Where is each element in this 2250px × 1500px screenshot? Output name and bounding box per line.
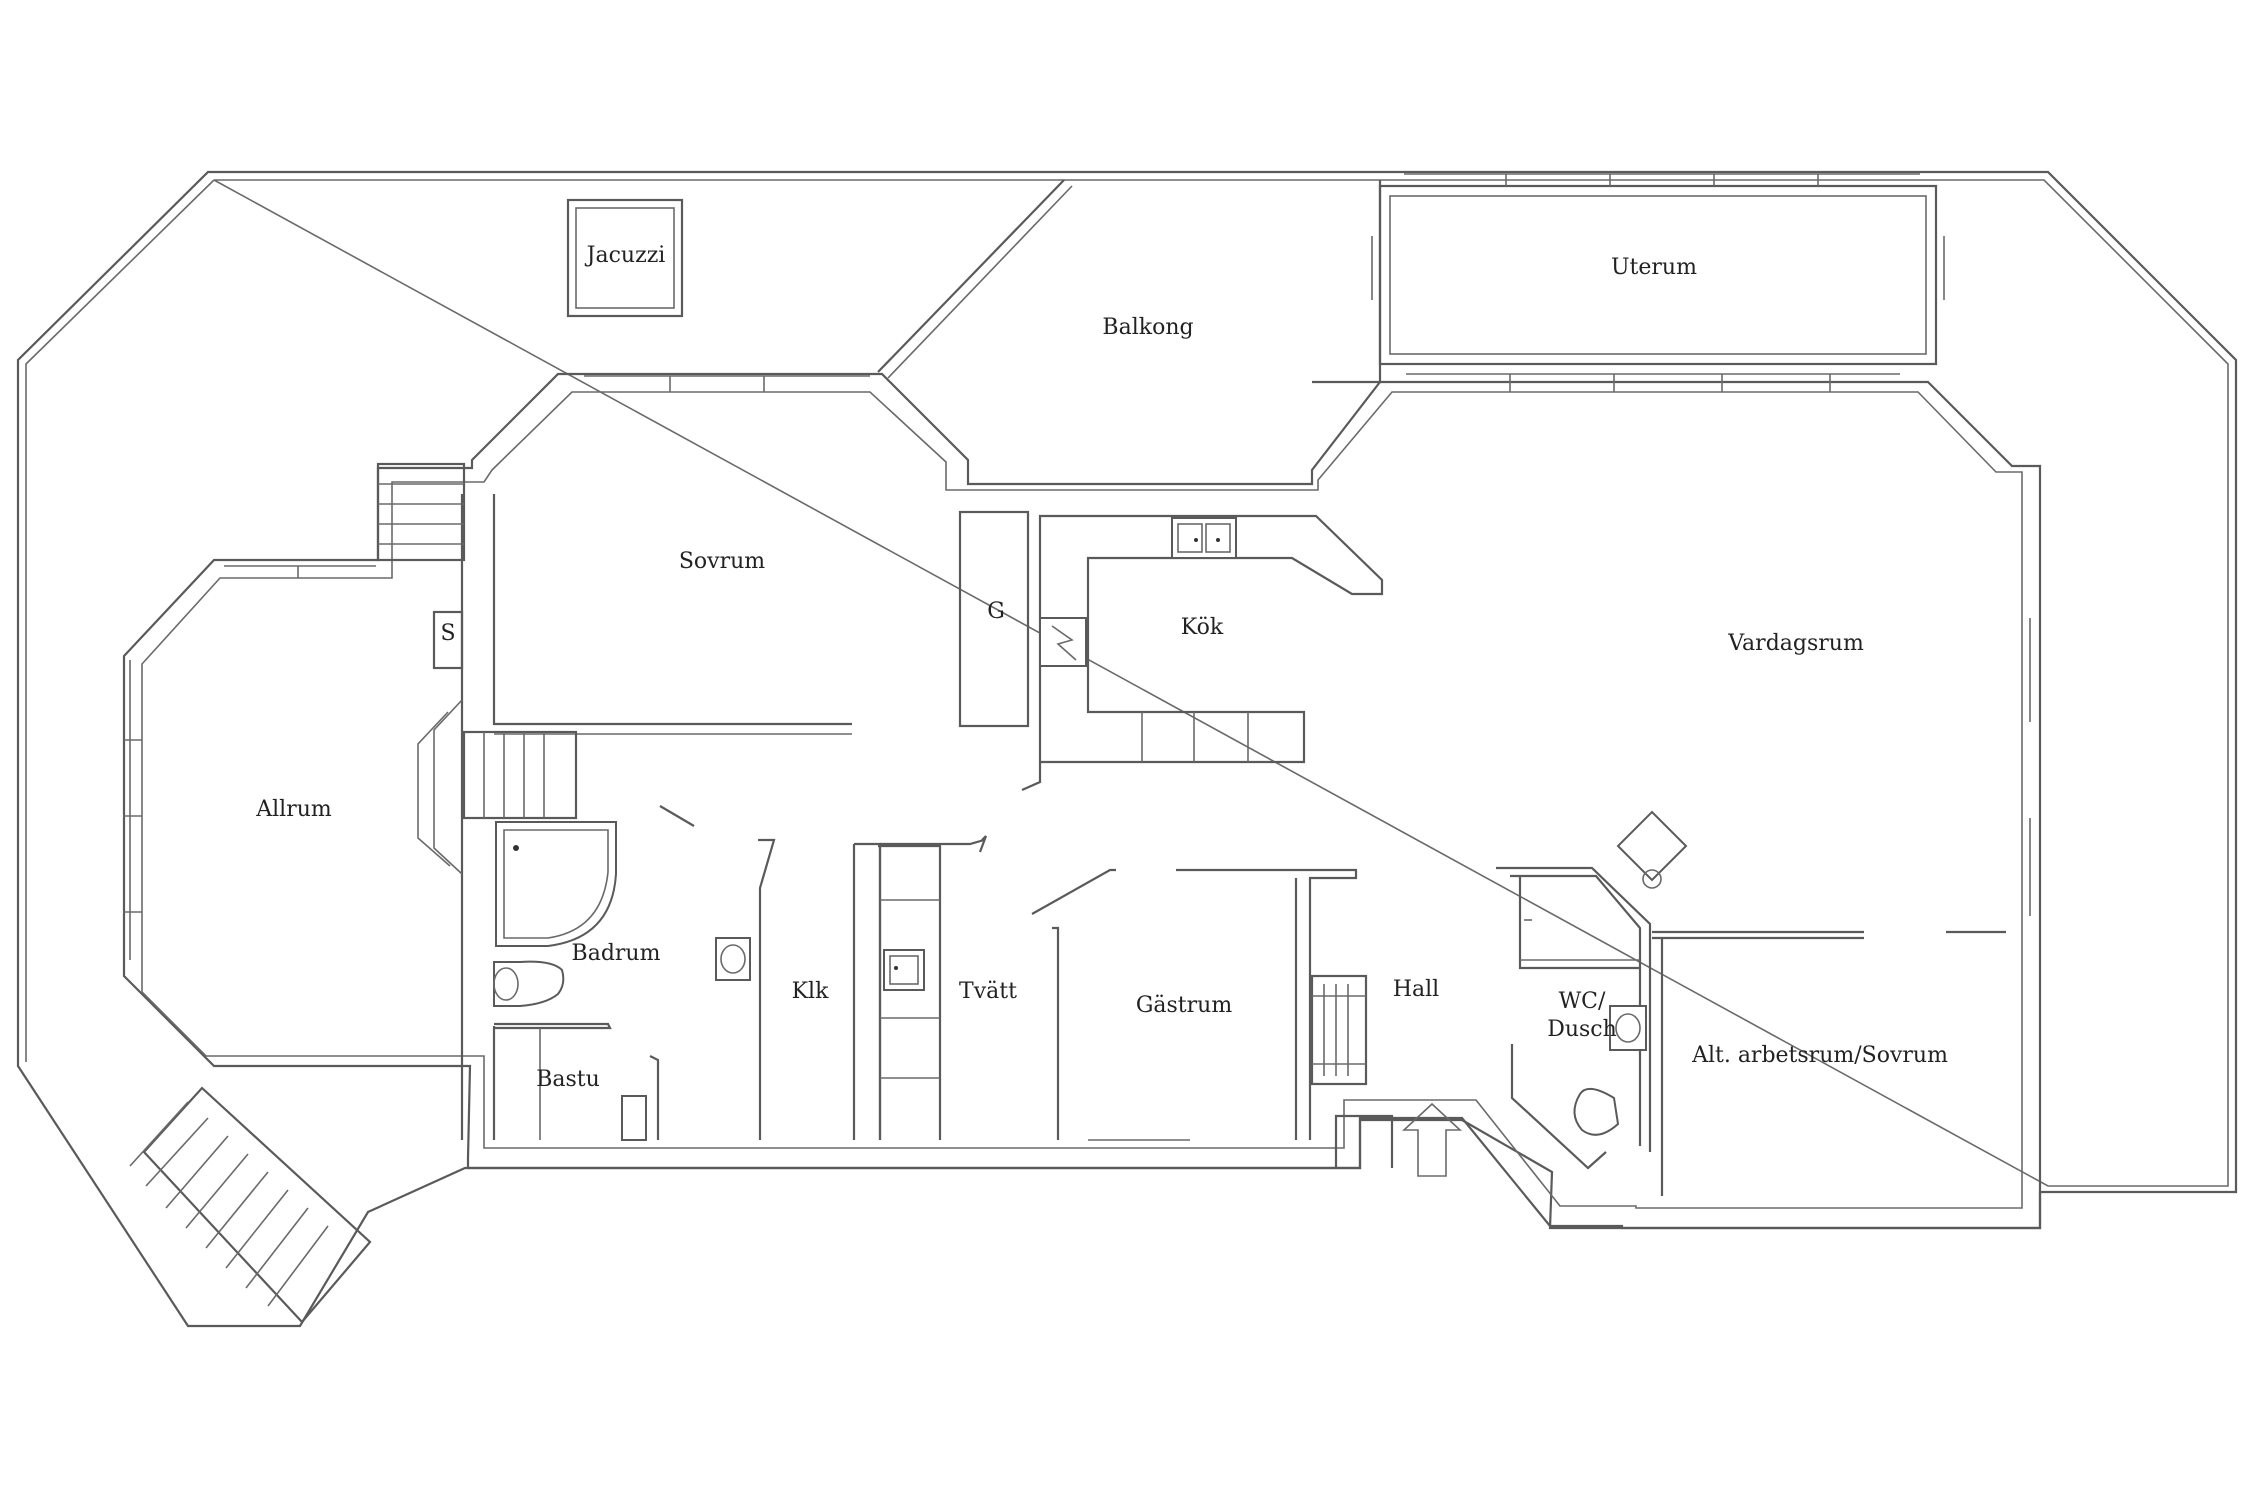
label-kok: Kök <box>1181 615 1224 640</box>
label-wc-line2: Dusch <box>1547 1017 1617 1042</box>
label-vardagsrum: Vardagsrum <box>1727 631 1864 656</box>
label-klk: Klk <box>792 979 829 1004</box>
uterum-room <box>1371 173 1945 366</box>
jacuzzi <box>566 198 684 318</box>
label-hall: Hall <box>1393 977 1439 1002</box>
interior-walls <box>376 462 2006 1196</box>
label-jacuzzi: Jacuzzi <box>585 243 666 268</box>
label-bastu: Bastu <box>536 1067 600 1092</box>
terrace-outline <box>16 170 2238 1328</box>
label-alt-arbetsrum: Alt. arbetsrum/Sovrum <box>1691 1043 1948 1068</box>
outdoor-stairs <box>129 1086 372 1324</box>
house-walls <box>122 372 2042 1230</box>
label-wc-line1: WC/ <box>1559 989 1606 1014</box>
label-tvatt: Tvätt <box>959 979 1017 1004</box>
label-gastrum: Gästrum <box>1136 993 1233 1018</box>
balcony-outline <box>877 179 1382 384</box>
label-badrum: Badrum <box>572 941 661 966</box>
room-labels: Jacuzzi Balkong Uterum Sovrum G Kök Vard… <box>255 243 1948 1092</box>
label-uterum: Uterum <box>1611 255 1697 280</box>
label-s: S <box>440 621 455 646</box>
label-balkong: Balkong <box>1102 315 1193 340</box>
label-g: G <box>987 599 1005 624</box>
label-allrum: Allrum <box>255 797 332 822</box>
label-sovrum: Sovrum <box>679 549 765 574</box>
